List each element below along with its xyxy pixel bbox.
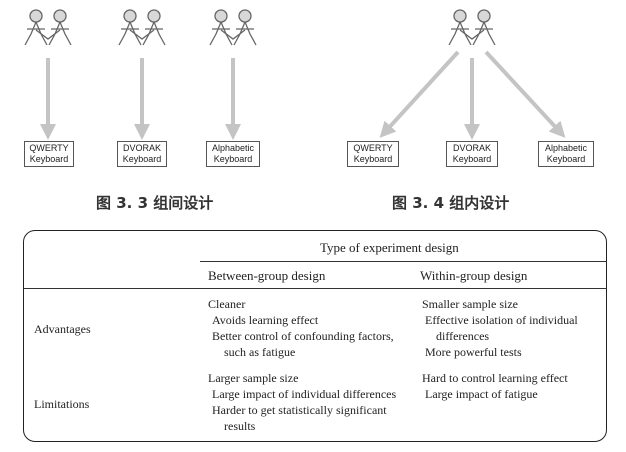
keyboard-label: Keyboard	[546, 154, 586, 164]
keyboard-box-dvorak: DVORAK Keyboard	[117, 141, 167, 167]
keyboard-name: Alphabetic	[544, 143, 588, 153]
header-divider	[24, 288, 607, 289]
table-cell: Avoids learning effect	[212, 313, 319, 327]
keyboard-box-qwerty: QWERTY Keyboard	[24, 141, 74, 167]
row-label-limitations: Limitations	[34, 397, 90, 411]
figure-3-4-caption: 图 3. 4 组内设计	[392, 194, 510, 212]
user-group-icon	[449, 10, 495, 45]
table-cell: Smaller sample size	[422, 297, 518, 311]
keyboard-name: DVORAK	[452, 143, 491, 153]
table-cell: results	[224, 419, 256, 433]
keyboard-label: Keyboard	[452, 154, 492, 164]
table-cell: Harder to get statistically significant	[212, 403, 387, 417]
user-group-icon	[119, 10, 165, 45]
keyboard-name: QWERTY	[353, 143, 393, 153]
keyboard-label: Keyboard	[213, 154, 253, 164]
header-divider	[200, 261, 607, 262]
keyboard-box-alphabetic: Alphabetic Keyboard	[538, 141, 594, 167]
keyboard-name: QWERTY	[29, 143, 69, 153]
user-group-icon	[210, 10, 256, 45]
table-cell: Large impact of fatigue	[425, 387, 538, 401]
table-cell: Effective isolation of individual	[425, 313, 578, 327]
table-cell: Better control of confounding factors,	[212, 329, 394, 343]
arrow	[379, 50, 460, 138]
arrow	[484, 50, 566, 138]
keyboard-label: Keyboard	[29, 154, 69, 164]
table-cell: such as fatigue	[224, 345, 296, 359]
experiment-design-table	[23, 230, 607, 442]
keyboard-box-qwerty: QWERTY Keyboard	[347, 141, 399, 167]
figure-3-3-caption: 图 3. 3 组间设计	[96, 194, 214, 212]
keyboard-name: DVORAK	[122, 143, 161, 153]
table-cell: Larger sample size	[208, 371, 299, 385]
keyboard-box-dvorak: DVORAK Keyboard	[446, 141, 498, 167]
column-header-between: Between-group design	[208, 268, 326, 283]
user-group-icon	[25, 10, 71, 45]
table-cell: differences	[436, 329, 490, 343]
keyboard-name: Alphabetic	[211, 143, 255, 153]
keyboard-label: Keyboard	[353, 154, 393, 164]
table-cell: Hard to control learning effect	[422, 371, 568, 385]
keyboard-box-alphabetic: Alphabetic Keyboard	[206, 141, 260, 167]
keyboard-label: Keyboard	[122, 154, 162, 164]
table-super-header: Type of experiment design	[320, 240, 459, 255]
row-label-advantages: Advantages	[34, 322, 91, 336]
keyboard-design-diagrams	[0, 0, 566, 140]
table-cell: Large impact of individual differences	[212, 387, 397, 401]
table-cell: Cleaner	[208, 297, 246, 311]
column-header-within: Within-group design	[420, 268, 528, 283]
table-cell: More powerful tests	[425, 345, 522, 359]
